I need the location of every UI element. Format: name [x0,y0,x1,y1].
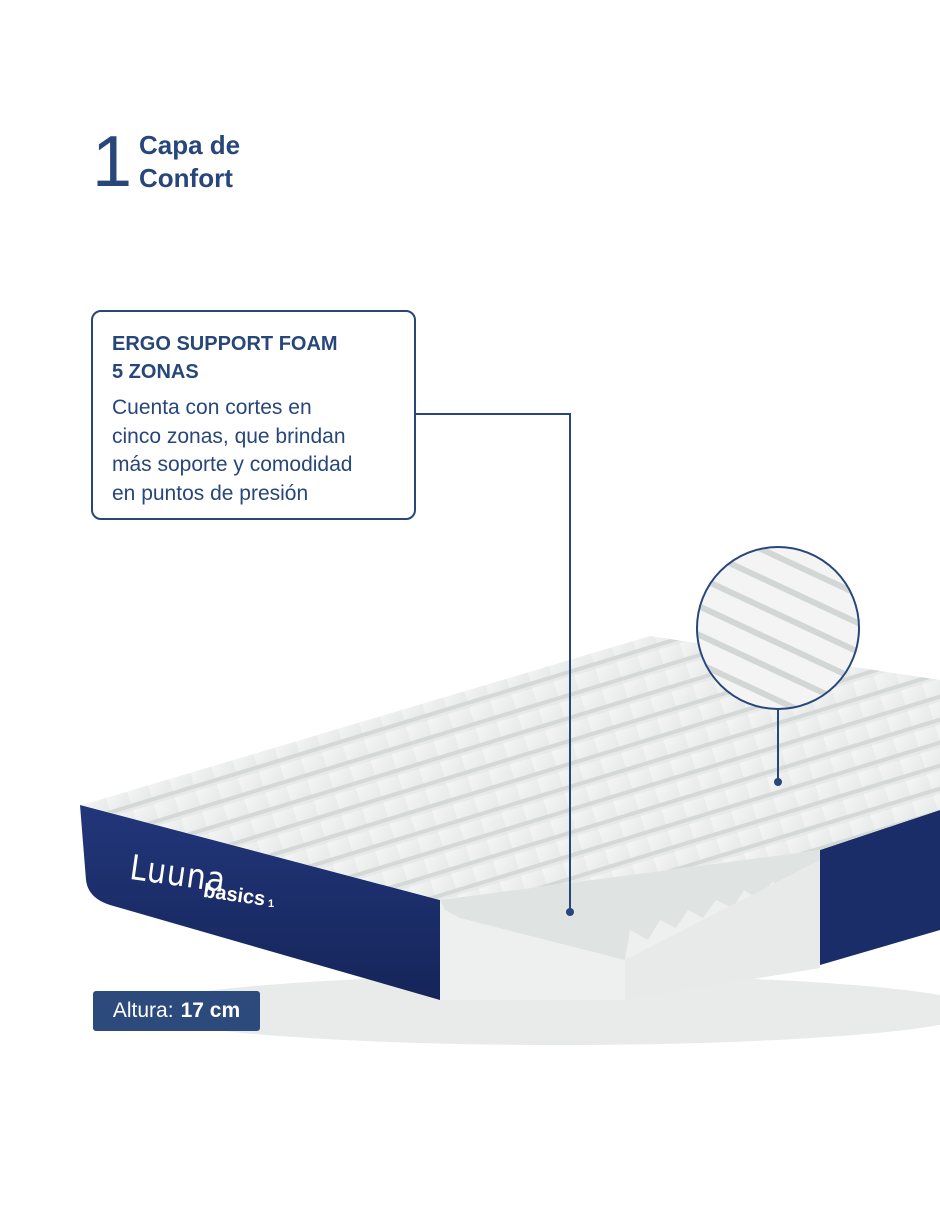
layer-title-line2: Confort [139,163,233,193]
zoom-detail-circle [696,546,860,786]
feature-description-line: Cuenta con cortes en [112,396,312,419]
callout-leader-line [416,413,574,916]
layer-title-line1: Capa de [139,130,241,160]
feature-heading-line1: ERGO SUPPORT FOAM [112,333,338,355]
layer-title: Capa de Confort [139,129,240,195]
feature-description: Cuenta con cortes en cinco zonas, que br… [112,394,396,508]
height-label: Altura: [112,999,174,1022]
height-value: 17 cm [180,999,241,1022]
feature-description-line: cinco zonas, que brindan [112,424,346,448]
feature-heading: ERGO SUPPORT FOAM 5 ZONAS [112,330,396,386]
feature-callout-box: ERGO SUPPORT FOAM 5 ZONAS Cuenta con cor… [91,310,416,520]
floor-shadow [140,975,940,1045]
height-badge: Altura: 17 cm [93,991,260,1031]
feature-heading-line2: 5 ZONAS [112,361,199,383]
feature-description-line: más soporte y comodidad [112,453,353,476]
foam-top-surface [82,636,940,900]
foam-zigzag-edge [440,850,820,960]
foam-cutaway-side [625,860,820,1000]
mattress-side-right [820,810,940,965]
mattress-side-left [80,805,440,1000]
feature-description-line: en puntos de presión [112,481,309,505]
brand-superscript: 1 [268,898,275,910]
layer-number: 1 [92,122,132,202]
